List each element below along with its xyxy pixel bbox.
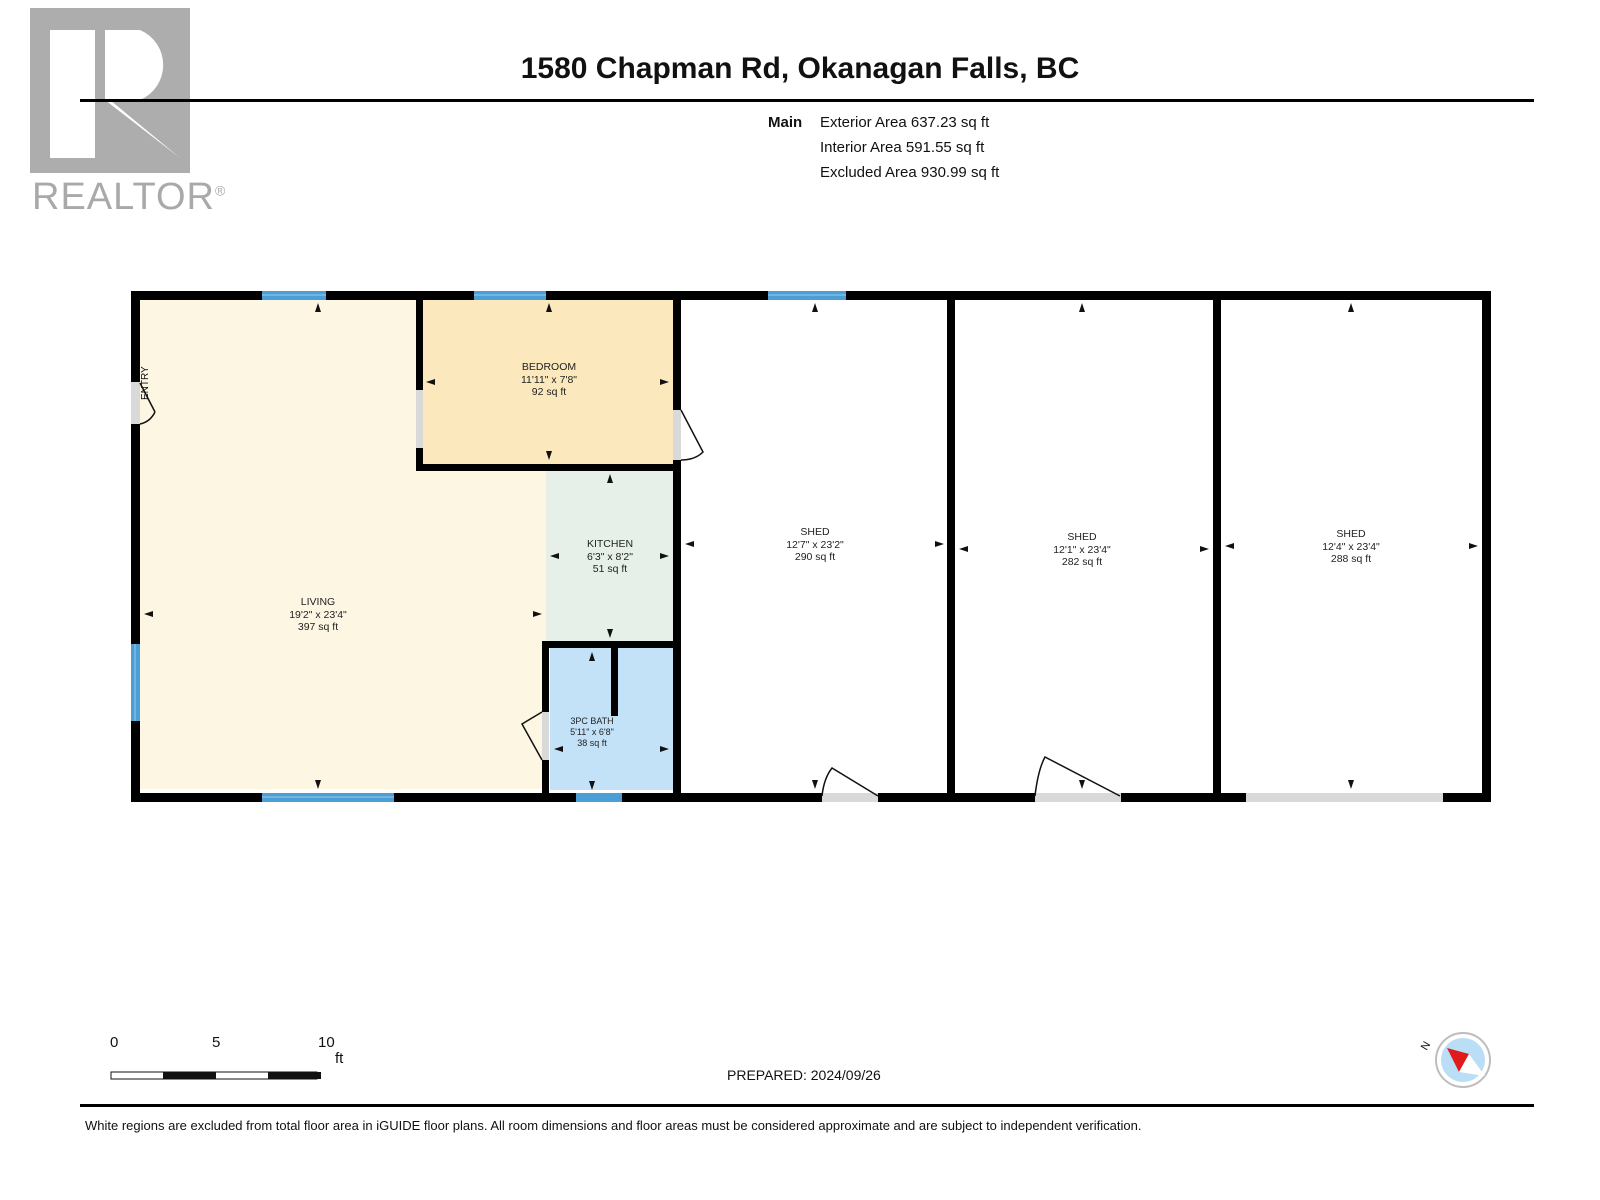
- bedroom-area: [420, 299, 673, 468]
- realtor-wordmark: REALTOR®: [32, 176, 227, 218]
- door-openings: [131, 382, 1443, 802]
- dimension-arrows: [144, 303, 1478, 790]
- compass-icon: [1435, 1032, 1491, 1088]
- page-title: 1580 Chapman Rd, Okanagan Falls, BC: [520, 52, 1080, 85]
- prepared-date: PREPARED: 2024/09/26: [727, 1067, 881, 1083]
- level-label: Main: [768, 114, 803, 131]
- exterior-area: Exterior Area 637.23 sq ft: [820, 114, 990, 131]
- header-divider: [80, 99, 1534, 102]
- realtor-r-icon: [30, 8, 190, 173]
- disclaimer: White regions are excluded from total fl…: [85, 1118, 1142, 1133]
- entry-label: ENTRY: [140, 366, 151, 400]
- scale-bar: [110, 1071, 321, 1080]
- kitchen-area: [546, 468, 673, 645]
- interior-area: Interior Area 591.55 sq ft: [820, 139, 985, 156]
- excluded-area: Excluded Area 930.99 sq ft: [820, 164, 1000, 181]
- door-swings: [139, 382, 1121, 797]
- realtor-logo: REALTOR®: [30, 8, 225, 218]
